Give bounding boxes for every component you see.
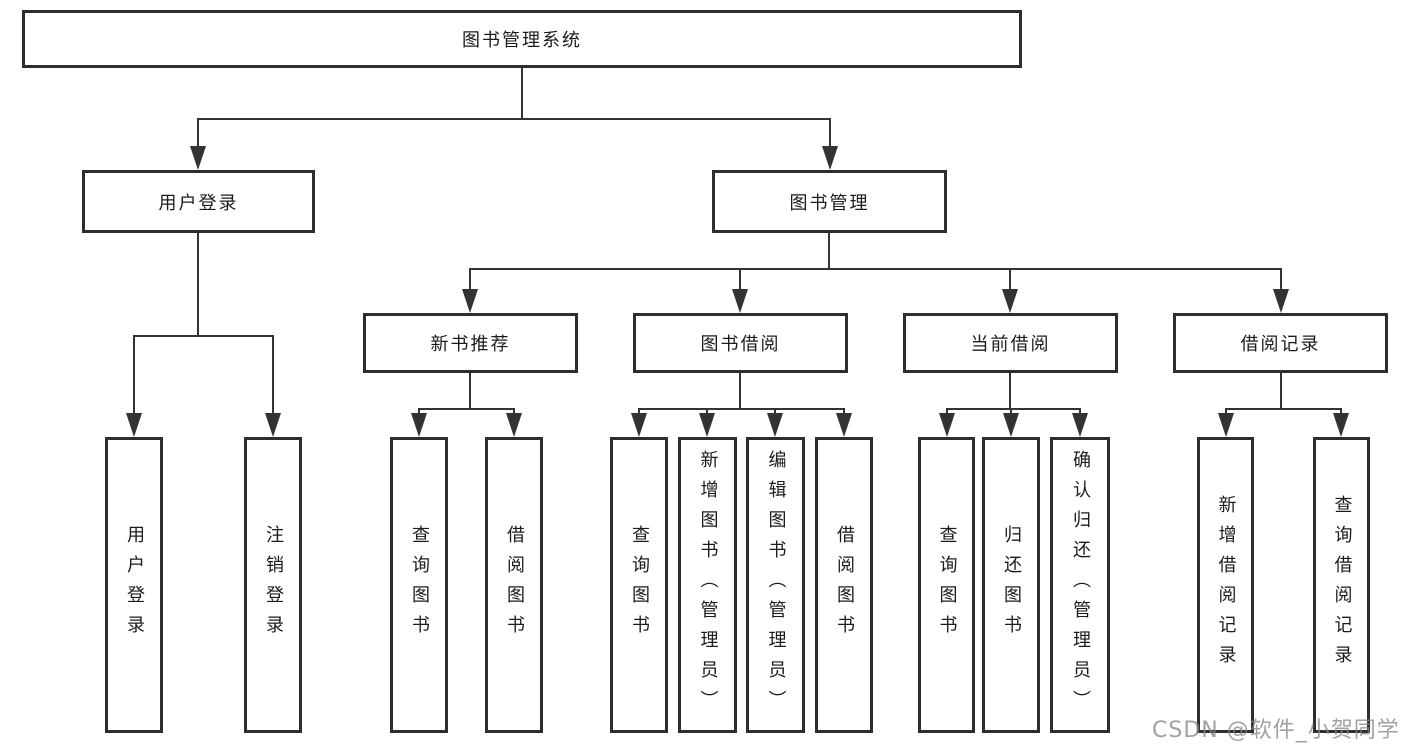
leaf-label: 借阅图书 — [834, 525, 855, 645]
leaf-add-books-admin: 新增图书（管理员） — [678, 437, 737, 733]
node-book-management-label: 图书管理 — [789, 192, 870, 214]
leaf-label: 查询图书 — [936, 525, 958, 645]
leaf-query-borrow-record: 查询借阅记录 — [1313, 437, 1370, 733]
leaf-label: 归还图书 — [1001, 525, 1022, 645]
arrowhead-icon — [1218, 413, 1234, 437]
leaf-label: 查询图书 — [629, 525, 650, 645]
leaf-user-login: 用户登录 — [105, 437, 163, 733]
connector-line — [470, 268, 1282, 270]
leaf-return-books: 归还图书 — [982, 437, 1040, 733]
connector-line — [638, 408, 845, 410]
connector-line — [739, 373, 741, 408]
arrowhead-icon — [631, 413, 647, 437]
connector-line — [133, 335, 135, 415]
leaf-label: 新增借阅记录 — [1215, 495, 1237, 675]
arrowhead-icon — [836, 413, 852, 437]
arrowhead-icon — [506, 413, 522, 437]
leaf-label: 新增图书（管理员） — [697, 450, 719, 720]
connector-line — [469, 373, 471, 408]
connector-line — [469, 268, 471, 292]
connector-line — [133, 335, 274, 337]
leaf-label: 编辑图书（管理员） — [765, 450, 787, 720]
node-current-borrow: 当前借阅 — [903, 313, 1118, 373]
node-label: 图书借阅 — [700, 334, 781, 355]
arrowhead-icon — [1003, 413, 1019, 437]
node-label: 新书推荐 — [430, 334, 511, 355]
connector-line — [197, 118, 199, 148]
node-book-management: 图书管理 — [712, 170, 947, 233]
arrowhead-icon — [732, 289, 748, 313]
connector-line — [197, 233, 199, 335]
node-new-book-recommend: 新书推荐 — [363, 313, 578, 373]
arrowhead-icon — [411, 413, 427, 437]
arrowhead-icon — [1072, 413, 1088, 437]
leaf-borrow-books: 借阅图书 — [815, 437, 873, 733]
node-book-borrow: 图书借阅 — [633, 313, 848, 373]
node-label: 借阅记录 — [1240, 334, 1321, 355]
leaf-add-borrow-record: 新增借阅记录 — [1197, 437, 1254, 733]
leaf-query-books: 查询图书 — [610, 437, 668, 733]
connector-line — [197, 118, 831, 120]
connector-line — [1280, 268, 1282, 292]
connector-line — [946, 408, 1081, 410]
node-borrow-records: 借阅记录 — [1173, 313, 1388, 373]
arrowhead-icon — [265, 413, 281, 437]
arrowhead-icon — [767, 413, 783, 437]
leaf-confirm-return-admin: 确认归还（管理员） — [1050, 437, 1110, 733]
arrowhead-icon — [462, 289, 478, 313]
connector-line — [828, 233, 830, 268]
leaf-label: 查询图书 — [409, 525, 430, 645]
connector-line — [739, 268, 741, 292]
leaf-label: 注销登录 — [263, 525, 284, 645]
connector-line — [521, 68, 523, 118]
node-root: 图书管理系统 — [22, 10, 1022, 68]
leaf-label: 借阅图书 — [504, 525, 525, 645]
leaf-edit-books-admin: 编辑图书（管理员） — [746, 437, 805, 733]
arrowhead-icon — [1273, 289, 1289, 313]
arrowhead-icon — [1333, 413, 1349, 437]
leaf-label: 确认归还（管理员） — [1070, 450, 1091, 720]
connector-line — [829, 118, 831, 148]
node-user-login-label: 用户登录 — [158, 192, 239, 214]
leaf-label: 用户登录 — [124, 525, 145, 645]
arrowhead-icon — [699, 413, 715, 437]
node-label: 当前借阅 — [970, 334, 1051, 355]
leaf-borrow-books: 借阅图书 — [485, 437, 543, 733]
connector-line — [1009, 268, 1011, 292]
connector-line — [1225, 408, 1342, 410]
leaf-label: 查询借阅记录 — [1331, 495, 1353, 675]
connector-line — [272, 335, 274, 415]
arrowhead-icon — [190, 146, 206, 170]
node-user-login: 用户登录 — [82, 170, 315, 233]
connector-line — [1009, 373, 1011, 408]
leaf-logout: 注销登录 — [244, 437, 302, 733]
arrowhead-icon — [1002, 289, 1018, 313]
arrowhead-icon — [822, 146, 838, 170]
node-root-label: 图书管理系统 — [462, 30, 582, 51]
watermark: CSDN @软件_小贺同学 — [1152, 718, 1400, 743]
connector-line — [1280, 373, 1282, 408]
arrowhead-icon — [939, 413, 955, 437]
connector-line — [418, 408, 515, 410]
leaf-query-books: 查询图书 — [390, 437, 448, 733]
arrowhead-icon — [126, 413, 142, 437]
leaf-query-books: 查询图书 — [918, 437, 975, 733]
